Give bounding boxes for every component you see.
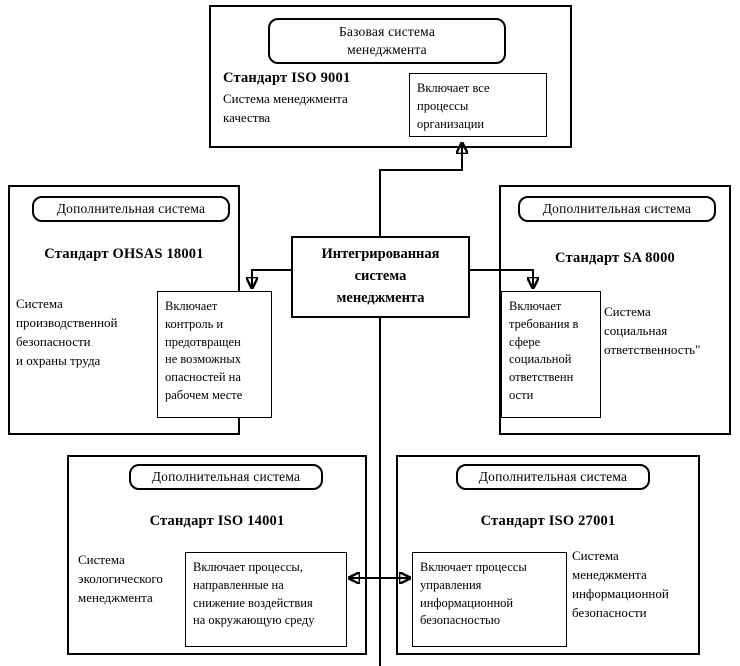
- base-system-note: Включает все процессы организации: [409, 73, 547, 137]
- integrated-management-system-box: Интегрированная система менеджмента: [291, 236, 470, 318]
- base-standard-description: Система менеджмента качества: [223, 91, 348, 125]
- bottom-right-standard-title: Стандарт ISO 27001: [480, 513, 616, 529]
- right-system-note: Включает требования в сфере социальной о…: [501, 291, 601, 418]
- bottom-right-system-tag: Дополнительная система: [456, 464, 650, 490]
- left-standard-title: Стандарт OHSAS 18001: [44, 246, 204, 262]
- base-standard-title: Стандарт ISO 9001: [223, 70, 351, 86]
- bottom-left-standard-title: Стандарт ISO 14001: [149, 513, 285, 529]
- bottom-right-standard-description: Система менеджмента информационной безоп…: [572, 548, 669, 620]
- left-standard-description: Система производственной безопасности и …: [16, 296, 118, 368]
- left-system-note: Включает контроль и предотвращен не возм…: [157, 291, 272, 418]
- bottom-left-standard-description: Система экологического менеджмента: [78, 552, 163, 605]
- right-system-tag: Дополнительная система: [518, 196, 716, 222]
- right-standard-description: Система социальная ответственность": [604, 304, 701, 357]
- right-standard-title: Стандарт SA 8000: [555, 250, 675, 266]
- connector-center-to-left: [252, 269, 291, 288]
- bottom-left-system-note: Включает процессы, направленные на сниже…: [185, 552, 347, 647]
- left-system-tag: Дополнительная система: [32, 196, 230, 222]
- connector-center-to-base: [379, 143, 462, 236]
- bottom-left-system-tag: Дополнительная система: [129, 464, 323, 490]
- bottom-right-system-note: Включает процессы управления информацион…: [412, 552, 567, 647]
- base-system-tag: Базовая система менеджмента: [268, 18, 506, 64]
